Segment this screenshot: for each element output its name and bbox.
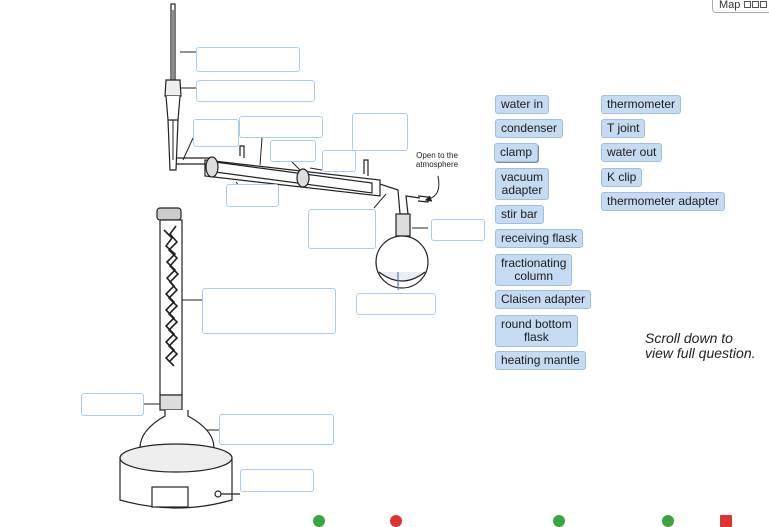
dropzone-13[interactable] — [81, 393, 144, 416]
dropzone-12[interactable] — [356, 293, 436, 315]
dropzone-8[interactable] — [226, 184, 279, 207]
grid-icon — [760, 1, 768, 8]
bottom-toolbar — [0, 512, 769, 527]
atmosphere-annotation: Open to the atmosphere — [415, 151, 459, 169]
label-water-in[interactable]: water in — [495, 95, 550, 114]
label-stir-bar[interactable]: stir bar — [495, 205, 544, 224]
dropzone-6[interactable] — [270, 140, 316, 162]
label-k-clip[interactable]: K clip — [601, 168, 643, 187]
label-thermometer-adapter[interactable]: thermometer adapter — [601, 192, 726, 211]
label-heating-mantle[interactable]: heating mantle — [495, 351, 586, 370]
red-flag-icon[interactable] — [720, 515, 732, 527]
dropzone-11[interactable] — [202, 288, 336, 334]
label-round-bottom-flask[interactable]: round bottom flask — [495, 315, 578, 347]
dropzone-9[interactable] — [308, 209, 376, 249]
green-check-icon[interactable] — [553, 515, 565, 527]
label-t-joint[interactable]: T joint — [601, 119, 646, 138]
scroll-note: Scroll down to view full question. — [645, 330, 756, 361]
dropzone-7[interactable] — [322, 150, 356, 172]
map-button[interactable]: Map — [712, 0, 769, 13]
dropzone-4[interactable] — [239, 116, 323, 138]
label-water-out[interactable]: water out — [601, 143, 663, 162]
label-vacuum-adapter[interactable]: vacuum adapter — [495, 168, 550, 200]
dropzone-10[interactable] — [431, 219, 485, 241]
label-clamp[interactable]: clamp — [494, 143, 539, 162]
label-thermometer[interactable]: thermometer — [601, 95, 682, 114]
grid-icon — [744, 1, 752, 8]
dropzone-5[interactable] — [352, 113, 408, 151]
green-check-icon[interactable] — [313, 515, 325, 527]
map-button-label: Map — [719, 0, 741, 11]
green-check-icon[interactable] — [662, 515, 674, 527]
grid-icon — [752, 1, 760, 8]
dropzone-2[interactable] — [196, 80, 315, 102]
label-receiving-flask[interactable]: receiving flask — [495, 229, 584, 248]
red-x-icon[interactable] — [390, 515, 402, 527]
dropzone-3[interactable] — [193, 119, 239, 147]
dropzone-14[interactable] — [219, 414, 334, 445]
dropzone-1[interactable] — [196, 47, 300, 72]
dropzone-15[interactable] — [240, 469, 314, 492]
label-claisen-adapter[interactable]: Claisen adapter — [495, 290, 592, 309]
label-fractionating-column[interactable]: fractionating column — [495, 254, 573, 286]
label-condenser[interactable]: condenser — [495, 119, 564, 138]
